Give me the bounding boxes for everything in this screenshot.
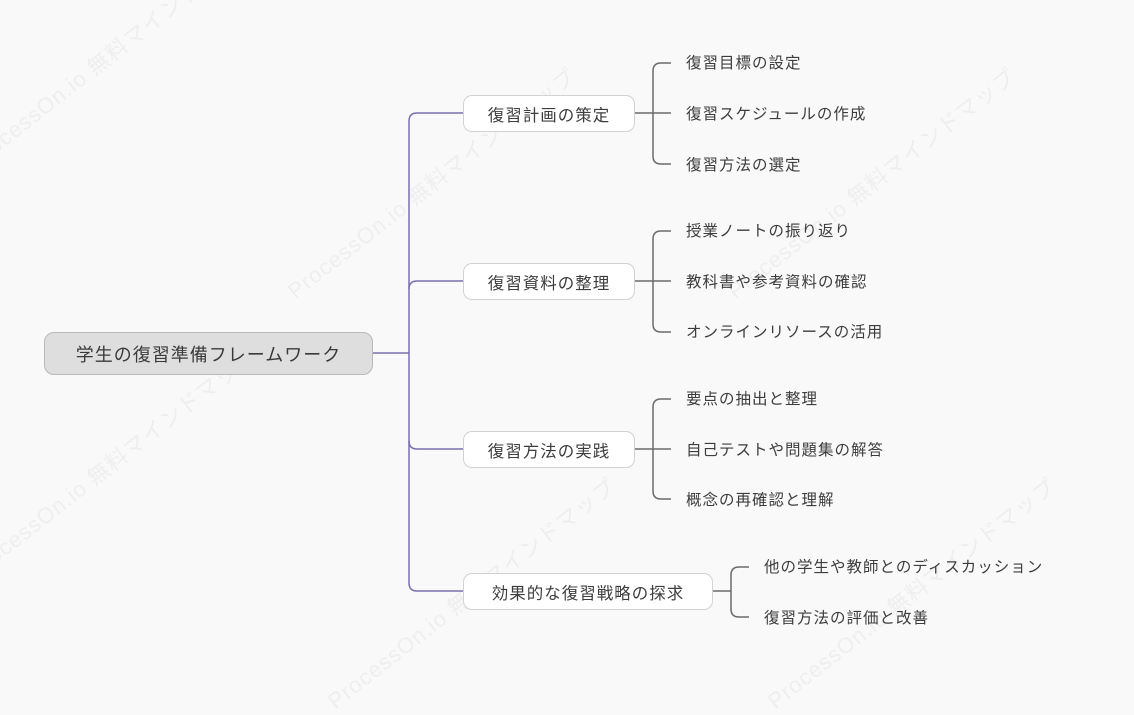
leaf-node[interactable]: 他の学生や教師とのディスカッション — [764, 558, 1044, 576]
branch-node-strategy[interactable]: 効果的な復習戦略の探求 — [463, 573, 713, 610]
branch-connector — [408, 440, 463, 450]
leaf-node[interactable]: 要点の抽出と整理 — [686, 390, 819, 408]
leaf-node[interactable]: 概念の再確認と理解 — [686, 491, 835, 509]
branch-connector — [408, 582, 463, 592]
branch-connector — [408, 280, 463, 290]
root-node[interactable]: 学生の復習準備フレームワーク — [44, 332, 373, 375]
leaf-node[interactable]: 教科書や参考資料の確認 — [686, 273, 868, 291]
branch-label: 復習方法の実践 — [487, 441, 611, 461]
mindmap-connectors — [373, 62, 749, 618]
leaf-connector — [652, 155, 671, 165]
leaf-node[interactable]: 自己テストや問題集の解答 — [686, 441, 885, 459]
branch-connector — [408, 112, 463, 122]
leaf-connector — [652, 323, 671, 333]
leaf-node[interactable]: オンラインリソースの活用 — [686, 323, 884, 341]
leaf-connector — [730, 566, 749, 576]
branch-label: 復習計画の策定 — [487, 105, 611, 125]
leaf-node[interactable]: 復習スケジュールの作成 — [686, 105, 867, 123]
branch-node-practice[interactable]: 復習方法の実践 — [463, 431, 635, 468]
leaf-connector — [652, 398, 671, 408]
leaf-node[interactable]: 復習方法の選定 — [686, 156, 802, 174]
leaf-node[interactable]: 授業ノートの振り返り — [686, 222, 852, 240]
leaf-connector — [652, 230, 671, 240]
leaf-connector — [652, 62, 671, 72]
leaf-connector — [652, 490, 671, 500]
branch-node-materials[interactable]: 復習資料の整理 — [463, 263, 635, 300]
leaf-connector — [730, 608, 749, 618]
root-label: 学生の復習準備フレームワーク — [75, 344, 342, 366]
leaf-node[interactable]: 復習目標の設定 — [686, 54, 802, 72]
branch-label: 効果的な復習戦略の探求 — [491, 583, 685, 603]
branch-label: 復習資料の整理 — [487, 273, 611, 293]
branch-node-planning[interactable]: 復習計画の策定 — [463, 95, 635, 132]
leaf-node[interactable]: 復習方法の評価と改善 — [764, 609, 930, 627]
